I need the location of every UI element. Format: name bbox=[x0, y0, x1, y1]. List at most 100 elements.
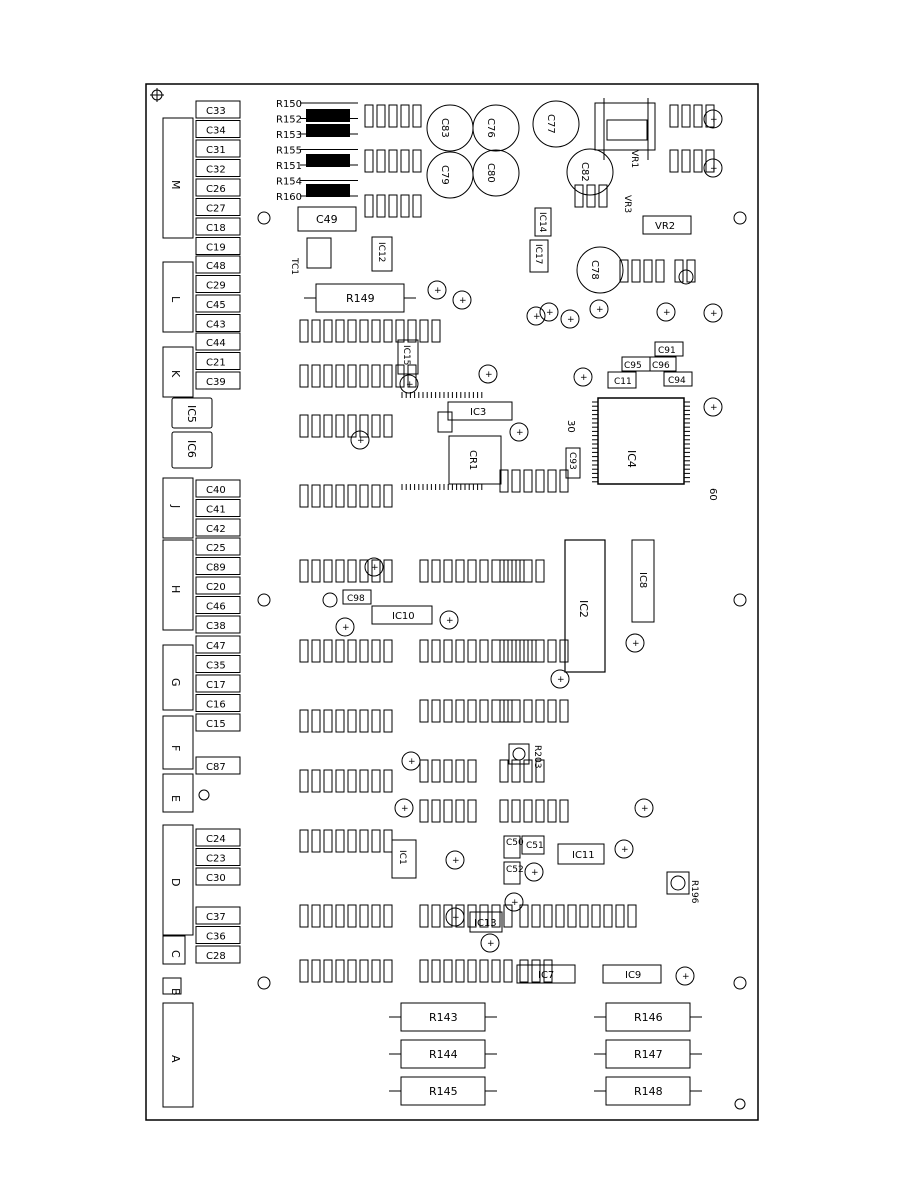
small-cap-5 bbox=[589, 299, 609, 319]
small-cap-20 bbox=[504, 892, 524, 912]
svg-text:+: + bbox=[580, 373, 588, 383]
cap-box-C39 bbox=[195, 371, 241, 390]
small-cap-28 bbox=[445, 850, 465, 870]
ic4-label: IC4 bbox=[625, 450, 638, 468]
cap-label-C42: C42 bbox=[206, 524, 226, 535]
by-block-BY2 bbox=[306, 109, 350, 122]
ic6-label: IC6 bbox=[185, 440, 198, 458]
cap-label-C40: C40 bbox=[206, 485, 226, 496]
r196-label: R196 bbox=[689, 880, 699, 904]
cap-label-C46: C46 bbox=[206, 602, 226, 613]
ic8-label: IC8 bbox=[637, 572, 648, 588]
cap-label-C31: C31 bbox=[206, 145, 226, 156]
svg-text:C51: C51 bbox=[526, 841, 544, 851]
small-cap-3 bbox=[703, 397, 723, 417]
cap-label-C37: C37 bbox=[206, 912, 226, 923]
res-label-R151: R151 bbox=[276, 161, 302, 172]
by-label-BY3: BY3 bbox=[318, 156, 335, 166]
connector-letter-L: L bbox=[169, 296, 182, 303]
big-cap-C82 bbox=[566, 148, 614, 196]
ic15-label: IC15 bbox=[401, 345, 411, 365]
cap-box-C36 bbox=[195, 926, 241, 944]
power-res-label-R144: R144 bbox=[429, 1048, 458, 1061]
cap-box-C19 bbox=[195, 237, 241, 255]
svg-text:C93: C93 bbox=[567, 452, 577, 470]
small-cap-14 bbox=[335, 617, 355, 637]
svg-text:+: + bbox=[487, 939, 495, 949]
small-cap-11 bbox=[452, 290, 472, 310]
svg-text:+: + bbox=[408, 757, 416, 767]
cap-box-C34 bbox=[195, 120, 241, 138]
power-res-R148 bbox=[605, 1076, 691, 1106]
cap-label-C33: C33 bbox=[206, 106, 226, 117]
small-cap-8 bbox=[526, 306, 546, 326]
mounting-holes bbox=[198, 211, 747, 1110]
cap-label-C89: C89 bbox=[206, 563, 226, 574]
power-res-R147 bbox=[605, 1039, 691, 1069]
svg-text:+: + bbox=[446, 616, 454, 626]
svg-text:+: + bbox=[710, 403, 718, 413]
svg-text:C50: C50 bbox=[506, 838, 524, 848]
svg-text:+: + bbox=[459, 296, 467, 306]
connector-letter-G: G bbox=[169, 678, 182, 687]
cap-label-C19: C19 bbox=[206, 243, 226, 254]
small-cap-9 bbox=[573, 367, 593, 387]
small-cap-7 bbox=[539, 302, 559, 322]
cap-label-C87: C87 bbox=[206, 762, 226, 773]
cap-box-C23 bbox=[195, 848, 241, 866]
cap-box-C17 bbox=[195, 674, 241, 693]
power-res-R149 bbox=[315, 283, 405, 313]
cap-box-C21 bbox=[195, 352, 241, 370]
small-cap-30 bbox=[427, 280, 447, 300]
svg-text:+: + bbox=[485, 370, 493, 380]
res-label-R155: R155 bbox=[276, 146, 302, 157]
small-cap-17 bbox=[625, 633, 645, 653]
svg-text:C11: C11 bbox=[614, 377, 632, 387]
ic17-label: IC17 bbox=[533, 244, 543, 264]
power-res-label-R149: R149 bbox=[346, 292, 375, 305]
cap-label-C41: C41 bbox=[206, 505, 226, 516]
big-cap-label-C78: C78 bbox=[589, 260, 600, 280]
cap-box-C38 bbox=[195, 615, 241, 634]
svg-text:+: + bbox=[663, 308, 671, 318]
cap-box-C29 bbox=[195, 275, 241, 293]
ic4-pin-30: 30 bbox=[565, 420, 576, 433]
svg-text:C94: C94 bbox=[668, 376, 686, 386]
big-cap-label-C76: C76 bbox=[485, 118, 496, 138]
power-res-label-R147: R147 bbox=[634, 1048, 663, 1061]
cap-label-C25: C25 bbox=[206, 543, 226, 554]
cap-label-C47: C47 bbox=[206, 641, 226, 652]
small-cap-6 bbox=[560, 309, 580, 329]
connector-capacitors: C33C34C31C32C26C27C18C19C48C29C45C43C44C… bbox=[195, 100, 241, 964]
svg-text:+: + bbox=[557, 675, 565, 685]
cap-box-C42 bbox=[195, 518, 241, 537]
ic12-label: IC12 bbox=[376, 242, 386, 262]
svg-text:+: + bbox=[682, 972, 690, 982]
cap-label-C26: C26 bbox=[206, 184, 226, 195]
small-cap-24 bbox=[364, 557, 384, 577]
cap-label-C36: C36 bbox=[206, 932, 226, 943]
small-cap-boxes bbox=[342, 341, 693, 885]
small-cap-0 bbox=[703, 109, 723, 129]
cap-label-C32: C32 bbox=[206, 165, 226, 176]
power-res-R146 bbox=[605, 1002, 691, 1032]
svg-text:+: + bbox=[632, 639, 640, 649]
cap-label-C20: C20 bbox=[206, 582, 226, 593]
cap-box-C44 bbox=[195, 332, 241, 351]
cr1-label: CR1 bbox=[467, 450, 478, 470]
svg-text:+: + bbox=[434, 286, 442, 296]
ic2-label: IC2 bbox=[577, 600, 590, 618]
cap-box-C37 bbox=[195, 906, 241, 925]
svg-text:+: + bbox=[452, 856, 460, 866]
svg-text:+: + bbox=[533, 312, 541, 322]
cap-label-C39: C39 bbox=[206, 377, 226, 388]
vr2-label: VR2 bbox=[655, 221, 675, 232]
connector-letter-F: F bbox=[169, 745, 182, 751]
small-cap-10 bbox=[478, 364, 498, 384]
cap-box-C46 bbox=[195, 596, 241, 614]
cap-box-C47 bbox=[195, 635, 241, 654]
cap-box-C26 bbox=[195, 178, 241, 197]
